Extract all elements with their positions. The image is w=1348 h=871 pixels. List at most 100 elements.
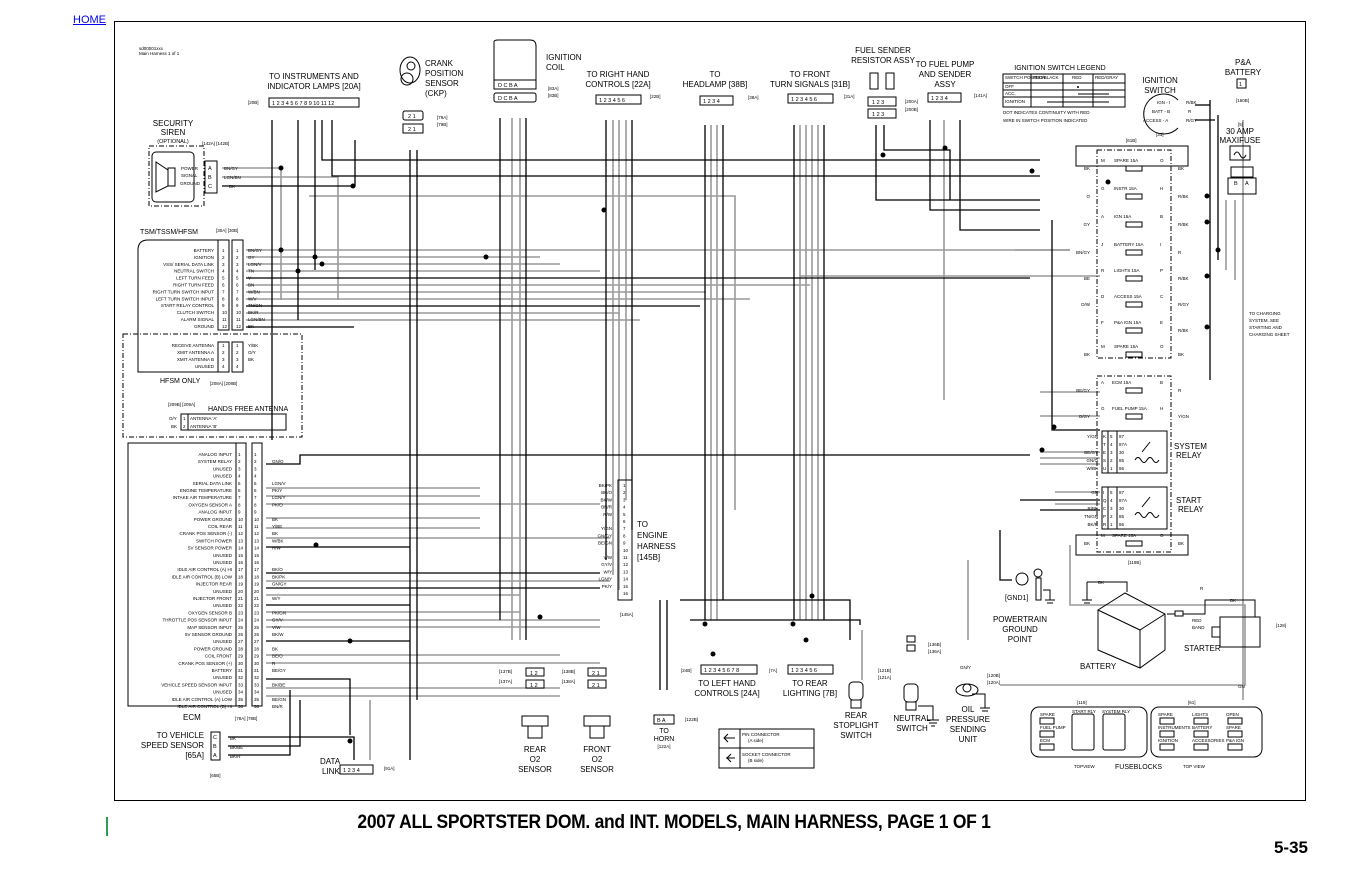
svg-text:1 2 3 4 5 6: 1 2 3 4 5 6 bbox=[791, 668, 817, 674]
ecm-pin-number: 5 bbox=[238, 481, 241, 486]
ignition-switch-legend: IGNITION SWITCH LEGEND SWITCH POSITION R… bbox=[1002, 65, 1126, 123]
svg-text:TSM/TSSM/HFSM: TSM/TSSM/HFSM bbox=[140, 229, 198, 236]
ecm-pin-number: 15 bbox=[254, 553, 260, 558]
ecm-wire-color: GY/V bbox=[272, 618, 283, 623]
svg-text:1 2 3 4: 1 2 3 4 bbox=[931, 96, 948, 102]
ecm-pin-label: SERIAL DATA LINK bbox=[193, 481, 232, 486]
svg-text:SWITCH: SWITCH bbox=[1144, 86, 1176, 95]
svg-text:ENGINE: ENGINE bbox=[637, 531, 668, 540]
svg-text:[145A]: [145A] bbox=[620, 612, 633, 617]
ecm-pin-number: 13 bbox=[238, 538, 244, 543]
engine-harness-pin-number: 3 bbox=[623, 497, 626, 502]
ecm-pin-number: 33 bbox=[238, 682, 244, 687]
fuse-view-label: LIGHTS bbox=[1192, 712, 1208, 717]
fuse-wire-in: BE bbox=[1084, 276, 1090, 281]
svg-text:O2: O2 bbox=[592, 755, 603, 764]
svg-text:TO INSTRUMENTS AND: TO INSTRUMENTS AND bbox=[269, 72, 359, 81]
relay-wire-color: BE/GY bbox=[1084, 450, 1098, 455]
hfsm-pin-number: 1 bbox=[222, 343, 225, 348]
svg-text:[31A]: [31A] bbox=[844, 94, 855, 99]
ecm-pin-number: 10 bbox=[238, 517, 244, 522]
wires-black bbox=[222, 100, 1219, 760]
horn-connector: B A [122B] TO HORN [122A] bbox=[653, 714, 698, 749]
fuse-pin-in: M bbox=[1101, 158, 1105, 163]
svg-text:RED/GRAY: RED/GRAY bbox=[1095, 75, 1118, 80]
svg-text:[122B]: [122B] bbox=[685, 717, 698, 722]
svg-text:TO LEFT HAND: TO LEFT HAND bbox=[698, 679, 756, 688]
ecm-pin-number: 4 bbox=[254, 474, 257, 479]
engine-harness-pin-number: 6 bbox=[623, 519, 626, 524]
svg-text:B A: B A bbox=[657, 718, 666, 724]
ecm-pin-number: 4 bbox=[238, 474, 241, 479]
svg-text:POWERTRAIN: POWERTRAIN bbox=[993, 615, 1047, 624]
ecm-pin-number: 35 bbox=[238, 697, 244, 702]
svg-text:30 AMP: 30 AMP bbox=[1226, 127, 1254, 136]
fuse-name: FUEL PUMP 15A bbox=[1112, 406, 1147, 411]
ecm-wire-color: GN/O bbox=[272, 459, 284, 464]
fuse-symbol bbox=[1125, 221, 1143, 228]
relay-pin-letter: K bbox=[1103, 434, 1106, 439]
hfsm-pin-label: UNUSED bbox=[195, 364, 215, 369]
tsm-pin-number: 4 bbox=[222, 269, 225, 274]
ecm-pin-number: 34 bbox=[238, 690, 244, 695]
hfsm-pin-number: 4 bbox=[236, 364, 239, 369]
engine-harness-wire-color: Y/GN bbox=[601, 526, 612, 531]
fuse-pin-in: J bbox=[1101, 242, 1103, 247]
svg-text:1 2 3 4 5 6 7 8: 1 2 3 4 5 6 7 8 bbox=[704, 668, 739, 674]
fuse-view-label: SPARE bbox=[1040, 712, 1055, 717]
ecm-wire-color: BK bbox=[272, 646, 278, 651]
svg-text:A: A bbox=[208, 166, 212, 172]
svg-text:HORN: HORN bbox=[654, 736, 675, 743]
svg-text:REAR: REAR bbox=[845, 711, 867, 720]
ecm-pin-number: 33 bbox=[254, 682, 260, 687]
svg-text:[200B]: [200B] bbox=[905, 107, 918, 112]
svg-text:SWITCH POSITION: SWITCH POSITION bbox=[1005, 75, 1046, 80]
svg-text:B: B bbox=[1234, 181, 1238, 187]
fuse-view-symbol bbox=[1227, 730, 1243, 738]
fuse-view-label: ECM bbox=[1040, 738, 1050, 743]
ecm-pin-label: COIL REAR bbox=[208, 524, 233, 529]
fuse-pin-in: G bbox=[1101, 406, 1105, 411]
crank-position-sensor: CRANK POSITION SENSOR (CKP) 2 1 2 1 [79A… bbox=[399, 56, 463, 134]
svg-text:DOT INDICATES CONTINUITY WITH: DOT INDICATES CONTINUITY WITH RED bbox=[1003, 110, 1090, 115]
svg-text:HFSM ONLY: HFSM ONLY bbox=[160, 378, 201, 385]
charging-note: TO CHARGING SYSTEM. SEE STARTING AND CHA… bbox=[1249, 311, 1290, 337]
svg-text:COIL: COIL bbox=[546, 63, 565, 72]
ecm-pin-number: 23 bbox=[254, 610, 260, 615]
svg-text:ASSY: ASSY bbox=[934, 80, 956, 89]
ecm-pin-label: UNUSED bbox=[213, 589, 233, 594]
fuse-name: INSTR 15A bbox=[1114, 186, 1137, 191]
hfsm-wire-color: O/Y bbox=[248, 350, 256, 355]
svg-text:[145B]: [145B] bbox=[637, 553, 660, 562]
ecm-module: ECM [78A] [78B] bbox=[127, 442, 263, 722]
svg-text:[136A]: [136A] bbox=[928, 649, 941, 654]
ecm-pin-label: UNUSED bbox=[213, 560, 233, 565]
home-link[interactable]: HOME bbox=[73, 14, 106, 26]
relay-pin-letter: Q bbox=[1103, 498, 1107, 503]
svg-text:FUSEBLOCKS: FUSEBLOCKS bbox=[1115, 764, 1162, 771]
ecm-pin-label: ANALOG INPUT bbox=[198, 510, 232, 515]
svg-text:1 2: 1 2 bbox=[530, 671, 538, 677]
ecm-pin-number: 12 bbox=[238, 531, 244, 536]
tsm-pin-number: 10 bbox=[222, 310, 228, 315]
svg-text:BK: BK bbox=[1098, 580, 1104, 585]
svg-text:[30A] [30B]: [30A] [30B] bbox=[216, 228, 238, 233]
relay-terminal: 87A bbox=[1119, 498, 1127, 503]
ecm-pin-number: 20 bbox=[254, 589, 260, 594]
fuse-wire-in: BE/GY bbox=[1076, 388, 1090, 393]
hfsm-pin-number: 1 bbox=[236, 343, 239, 348]
fuse-pin-out: E bbox=[1160, 320, 1163, 325]
fuse-symbol bbox=[1125, 275, 1143, 282]
svg-text:A: A bbox=[213, 753, 217, 759]
svg-text:RELAY: RELAY bbox=[1176, 451, 1202, 460]
fuse-name: SPARE 15A bbox=[1114, 158, 1138, 163]
fuse-wire-out: R/BK bbox=[1178, 328, 1189, 333]
svg-text:IGN - I: IGN - I bbox=[1157, 100, 1170, 105]
svg-text:BN/GY: BN/GY bbox=[224, 166, 238, 171]
fuse-name: ECM 15A bbox=[1112, 380, 1131, 385]
svg-text:2 1: 2 1 bbox=[408, 127, 416, 133]
svg-text:[141A]: [141A] bbox=[974, 93, 987, 98]
svg-text:STARTING AND: STARTING AND bbox=[1249, 325, 1283, 330]
svg-text:SENSOR: SENSOR bbox=[518, 765, 552, 774]
svg-text:1: 1 bbox=[183, 416, 186, 421]
